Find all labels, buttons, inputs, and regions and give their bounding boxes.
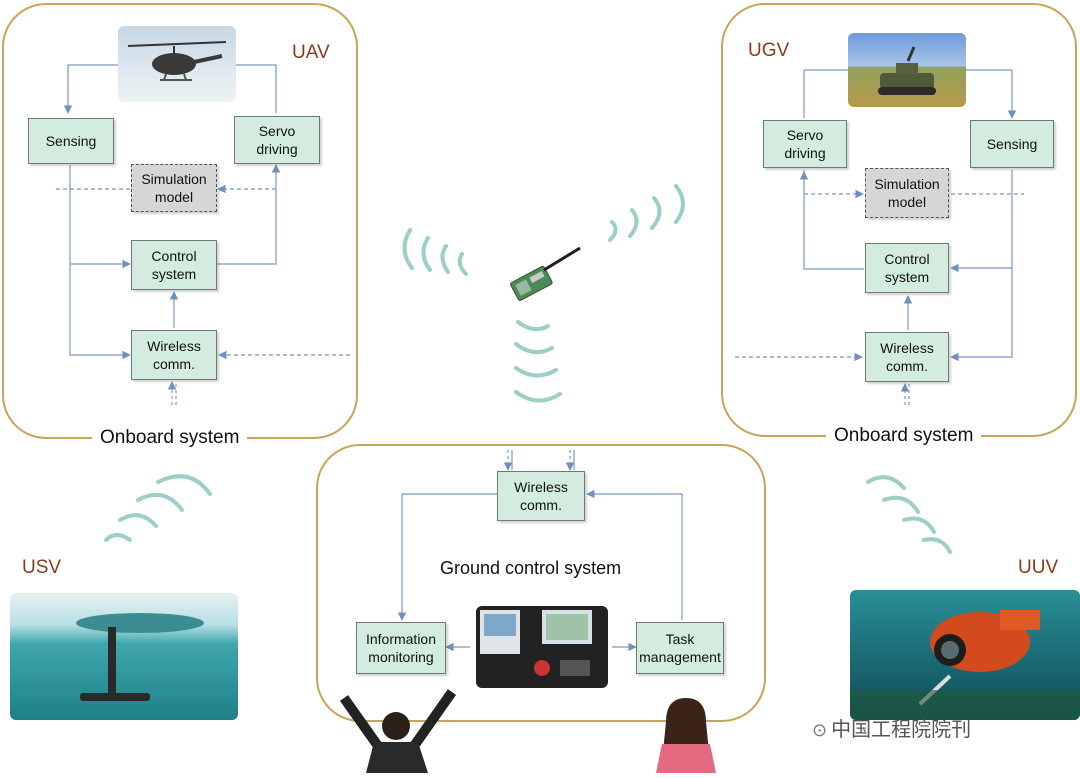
watermark-text: 中国工程院院刊 [831,719,972,741]
uav-helicopter-photo [118,26,236,102]
operator-woman-figure [650,692,722,773]
ground-station-case-photo [476,606,608,688]
uav-wireless-comm-box: Wireless comm. [131,330,217,380]
ugv-sensing-box: Sensing [970,120,1054,168]
gcs-task-management-box: Task management [636,622,724,674]
uav-control-system-box: Control system [131,240,217,290]
uav-label: UAV [292,42,330,63]
uav-sensing-box: Sensing [28,118,114,164]
uav-servo-driving-box: Servo driving [234,116,320,164]
operator-man-figure [336,684,457,773]
gcs-wireless-comm-box: Wireless comm. [497,471,585,521]
ground-control-frame [316,444,766,722]
ugv-servo-driving-box: Servo driving [763,120,847,168]
ugv-label: UGV [748,40,790,61]
ground-control-title: Ground control system [440,558,622,578]
uav-onboard-title: Onboard system [92,427,248,449]
ugv-onboard-title: Onboard system [826,425,982,447]
radio-transmitter-icon [510,246,581,301]
uav-simulation-model-box: Simulation model [131,164,217,212]
watermark: ⊙中国工程院院刊 [812,713,971,742]
ugv-control-system-box: Control system [865,243,949,293]
ugv-vehicle-photo [848,33,966,107]
usv-boat-photo [10,593,238,720]
ugv-wireless-comm-box: Wireless comm. [865,332,949,382]
signal-waves [104,184,952,554]
ugv-simulation-model-box: Simulation model [865,168,949,218]
wechat-icon: ⊙ [812,720,828,740]
uuv-submarine-photo [850,590,1080,720]
gcs-information-monitoring-box: Information monitoring [356,622,446,674]
uuv-label: UUV [1018,557,1059,578]
usv-label: USV [22,557,62,578]
